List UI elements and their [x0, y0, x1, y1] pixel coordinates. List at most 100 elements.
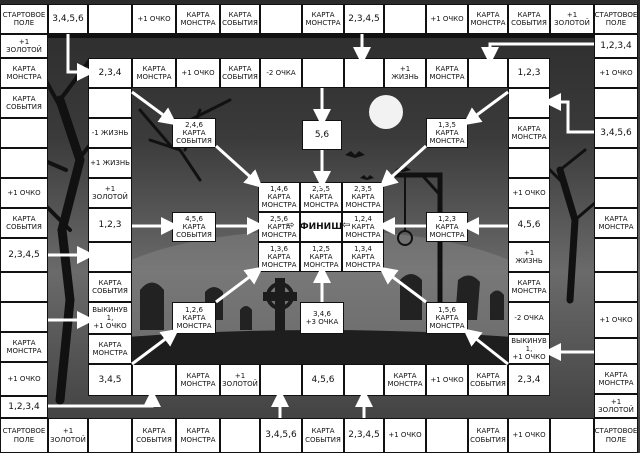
- outer-cell-gold: +1 ЗОЛОТОЙ: [594, 394, 638, 418]
- outer-cell-dice-3456: 3,4,5,6: [594, 118, 638, 148]
- junction-cell-dice-56: 5,6: [302, 120, 342, 150]
- junction-cell-126-monster: 1,2,6 КАРТА МОНСТРА: [172, 302, 216, 334]
- inner-cell-dice-234: 2,3,4: [508, 364, 550, 396]
- outer-cell-point: +1 ОЧКО: [0, 178, 48, 208]
- outer-cell-monster: КАРТА МОНСТРА: [176, 4, 220, 34]
- outer-cell-monster: КАРТА МОНСТРА: [468, 4, 508, 34]
- outer-cell-dice-2345: 2,3,4,5: [344, 4, 384, 34]
- inner-cell-empty: [508, 148, 550, 178]
- inner-cell-life-minus: -1 ЖИЗНЬ: [88, 118, 132, 148]
- inner-cell-throw1: ВЫКИНУВ 1, +1 ОЧКО: [88, 302, 132, 334]
- junction-cell-123-monster: 1,2,3 КАРТА МОНСТРА: [426, 212, 468, 242]
- inner-cell-throw1: ВЫКИНУВ 1, +1 ОЧКО: [508, 334, 550, 364]
- outer-cell-empty: [594, 88, 638, 118]
- inner-cell-monster: КАРТА МОНСТРА: [176, 364, 220, 396]
- celtic-cross-icon: [263, 278, 297, 333]
- outer-cell-monster: КАРТА МОНСТРА: [302, 4, 344, 34]
- outer-cell-start-bottom-right: СТАРТОВОЕ ПОЛЕ: [594, 418, 638, 453]
- outer-cell-dice-2345: 2,3,4,5: [344, 418, 384, 453]
- outer-cell-empty: [0, 118, 48, 148]
- inner-cell-gold: +1 ЗОЛОТОЙ: [220, 364, 260, 396]
- outer-cell-empty: [0, 272, 48, 302]
- outer-cell-point: +1 ОЧКО: [132, 4, 176, 34]
- inner-cell-empty: [88, 88, 132, 118]
- outer-cell-gold: +1 ЗОЛОТОЙ: [550, 4, 594, 34]
- outer-cell-start-bottom: СТАРТОВОЕ ПОЛЕ: [0, 418, 48, 453]
- center-cell-256: 2,5,6 КАРТА МОНСТРА: [258, 212, 300, 242]
- inner-cell-dice-123: 1,2,3: [508, 58, 550, 88]
- finish-cell: ФИНИШ: [300, 212, 342, 242]
- outer-cell-point: +1 ОЧКО: [426, 4, 468, 34]
- inner-cell-monster: КАРТА МОНСТРА: [384, 364, 426, 396]
- inner-cell-dice-123: 1,2,3: [88, 208, 132, 242]
- outer-cell-empty: [426, 418, 468, 453]
- center-cell-136: 1,3,6 КАРТА МОНСТРА: [258, 242, 300, 272]
- inner-cell-life-plus: +1 ЖИЗНЬ: [88, 148, 132, 178]
- inner-cell-monster: КАРТА МОНСТРА: [508, 118, 550, 148]
- inner-cell-point: +1 ОЧКО: [426, 364, 468, 396]
- inner-cell-empty: [132, 364, 176, 396]
- inner-cell-dice-234: 2,3,4: [88, 58, 132, 88]
- outer-cell-empty: [220, 418, 260, 453]
- inner-cell-event: КАРТА СОБЫТИЯ: [88, 272, 132, 302]
- outer-cell-gold: +1 ЗОЛОТОЙ: [0, 34, 48, 58]
- outer-cell-empty: [594, 178, 638, 208]
- outer-cell-empty: [0, 148, 48, 178]
- outer-cell-empty: [260, 4, 302, 34]
- inner-cell-empty: [302, 58, 344, 88]
- inner-cell-minus2: -2 ОЧКА: [508, 302, 550, 334]
- outer-cell-dice-1234: 1,2,3,4: [0, 396, 48, 418]
- junction-cell-246-event: 2,4,6 КАРТА СОБЫТИЯ: [172, 118, 216, 148]
- junction-cell-456-event: 4,5,6 КАРТА СОБЫТИЯ: [172, 212, 216, 242]
- outer-cell-point: +1 ОЧКО: [594, 58, 638, 88]
- outer-cell-monster: КАРТА МОНСТРА: [176, 418, 220, 453]
- inner-cell-event: КАРТА СОБЫТИЯ: [468, 364, 508, 396]
- outer-cell-empty: [594, 272, 638, 302]
- center-cell-134: 1,3,4 КАРТА МОНСТРА: [342, 242, 384, 272]
- outer-cell-dice-2345: 2,3,4,5: [0, 238, 48, 272]
- finish-arrow-right-icon: ⇦: [342, 220, 351, 231]
- inner-cell-gold: +1 ЗОЛОТОЙ: [88, 178, 132, 208]
- inner-cell-event: КАРТА СОБЫТИЯ: [220, 58, 260, 88]
- center-cell-235: 2,3,5 КАРТА МОНСТРА: [300, 182, 342, 212]
- inner-cell-life-plus: +1 ЖИЗНЬ: [384, 58, 426, 88]
- outer-cell-empty: [594, 338, 638, 364]
- outer-cell-dice-3456: 3,4,5,6: [48, 4, 88, 34]
- outer-cell-empty: [0, 302, 48, 332]
- outer-cell-start-top-right: СТАРТОВОЕ ПОЛЕ: [594, 4, 638, 34]
- outer-cell-empty: [594, 148, 638, 178]
- inner-cell-life-plus: +1 ЖИЗНЬ: [508, 242, 550, 272]
- outer-cell-empty: [550, 418, 594, 453]
- inner-cell-dice-456: 4,5,6: [302, 364, 344, 396]
- finish-label: ФИНИШ: [300, 221, 342, 232]
- outer-cell-dice-1234: 1,2,3,4: [594, 34, 638, 58]
- outer-cell-event: КАРТА СОБЫТИЯ: [0, 88, 48, 118]
- inner-cell-monster: КАРТА МОНСТРА: [426, 58, 468, 88]
- center-cell-146: 1,4,6 КАРТА МОНСТРА: [258, 182, 300, 212]
- inner-cell-minus2: -2 ОЧКА: [260, 58, 302, 88]
- moon-icon: [369, 95, 403, 129]
- inner-cell-monster: КАРТА МОНСТРА: [88, 334, 132, 364]
- outer-cell-dice-3456: 3,4,5,6: [260, 418, 302, 453]
- inner-cell-empty: [344, 364, 384, 396]
- inner-cell-point: +1 ОЧКО: [508, 178, 550, 208]
- outer-cell-empty: [88, 4, 132, 34]
- outer-cell-empty: [384, 4, 426, 34]
- outer-cell-event: КАРТА СОБЫТИЯ: [0, 208, 48, 238]
- inner-cell-monster: КАРТА МОНСТРА: [508, 272, 550, 302]
- finish-arrow-left-icon: ⇨: [286, 220, 295, 231]
- inner-cell-empty: [88, 242, 132, 272]
- inner-cell-dice-456: 4,5,6: [508, 208, 550, 242]
- junction-cell-346-points: 3,4,6 +3 ОЧКА: [300, 302, 344, 334]
- outer-cell-event: КАРТА СОБЫТИЯ: [508, 4, 550, 34]
- inner-cell-empty: [468, 58, 508, 88]
- outer-cell-empty: [88, 418, 132, 453]
- junction-cell-135-monster: 1,3,5 КАРТА МОНСТРА: [426, 118, 468, 148]
- outer-cell-start-top: СТАРТОВОЕ ПОЛЕ: [0, 4, 48, 34]
- outer-cell-event: КАРТА СОБЫТИЯ: [132, 418, 176, 453]
- inner-cell-point: +1 ОЧКО: [176, 58, 220, 88]
- inner-cell-dice-345: 3,4,5: [88, 364, 132, 396]
- outer-cell-point: +1 ОЧКО: [384, 418, 426, 453]
- outer-cell-point: +1 ОЧКО: [0, 362, 48, 396]
